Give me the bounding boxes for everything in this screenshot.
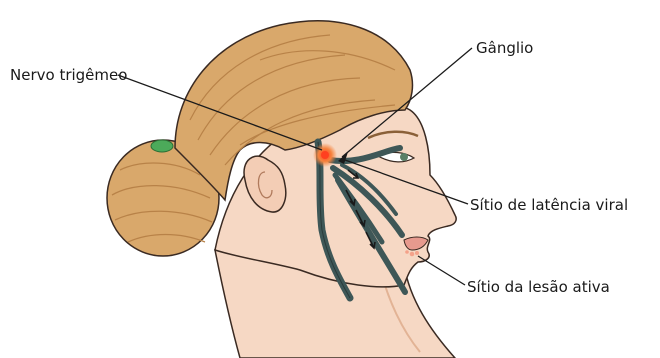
label-active-lesion-site: Sítio da lesão ativa [467,278,610,296]
hair-tie [151,140,173,152]
lesion-dot [405,250,409,254]
label-trigeminal-nerve: Nervo trigêmeo [10,66,127,84]
label-ganglion: Gânglio [476,39,533,57]
label-latency-site: Sítio de latência viral [470,196,628,214]
iris [400,153,408,161]
lesion-dot [410,252,415,257]
ganglion-core [321,151,329,159]
leader-lesao [418,256,465,285]
lesion-dot [415,251,419,255]
